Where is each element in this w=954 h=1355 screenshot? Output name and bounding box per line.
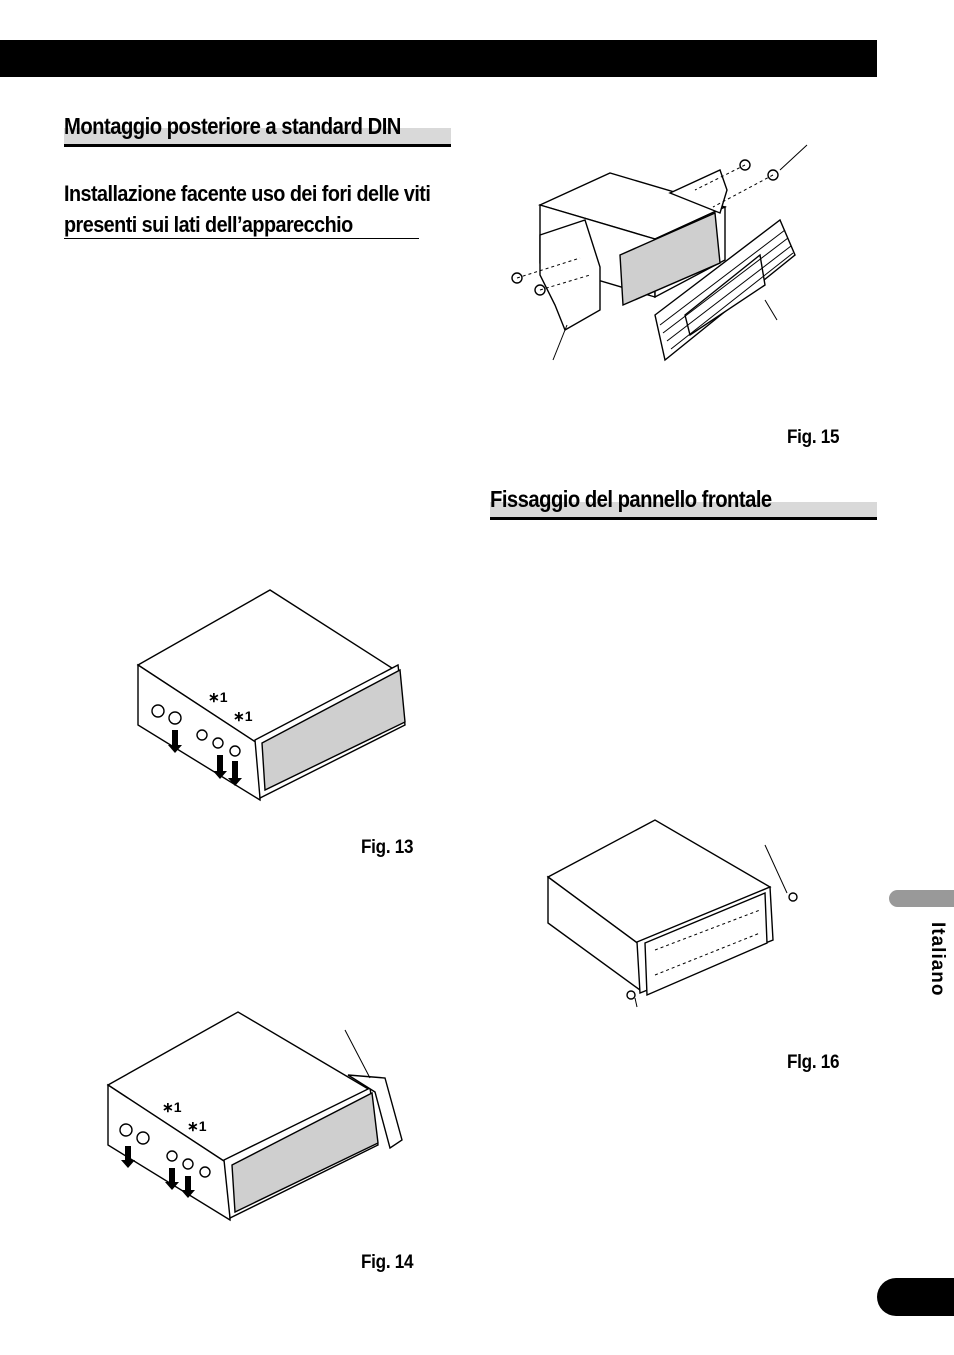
fig13-label-b: ∗1	[233, 708, 253, 724]
section-title-band	[490, 502, 877, 518]
subsection-title-rule	[64, 238, 419, 239]
figure-13-diagram: ∗1 ∗1	[136, 589, 406, 802]
fig14-label-b: ∗1	[187, 1118, 207, 1134]
section-title-rule	[64, 144, 451, 147]
language-tab-label: Italiano	[927, 922, 948, 997]
language-tab-marker	[889, 890, 954, 907]
section-title-front-panel: Fissaggio del pannello frontale	[490, 486, 772, 512]
figure-15-caption: Fig. 15	[787, 427, 840, 448]
page-number-pill	[877, 1278, 954, 1316]
fig14-label-a: ∗1	[162, 1099, 182, 1115]
figure-14-caption: Fig. 14	[361, 1252, 414, 1273]
figure-16-caption: Flg. 16	[787, 1052, 840, 1073]
figure-14-diagram: ∗1 ∗1	[106, 1011, 403, 1222]
header-bar	[0, 40, 877, 77]
fig13-label-a: ∗1	[208, 689, 228, 705]
figure-13-caption: Fig. 13	[361, 837, 414, 858]
figure-15-diagram	[511, 144, 808, 362]
section-title-band	[64, 128, 451, 144]
section-title-rule	[490, 517, 877, 520]
figure-16-diagram	[546, 819, 798, 1008]
subsection-title-side-screws: Installazione facente uso dei fori delle…	[64, 181, 431, 237]
section-title-rear-mount: Montaggio posteriore a standard DIN	[64, 113, 401, 139]
